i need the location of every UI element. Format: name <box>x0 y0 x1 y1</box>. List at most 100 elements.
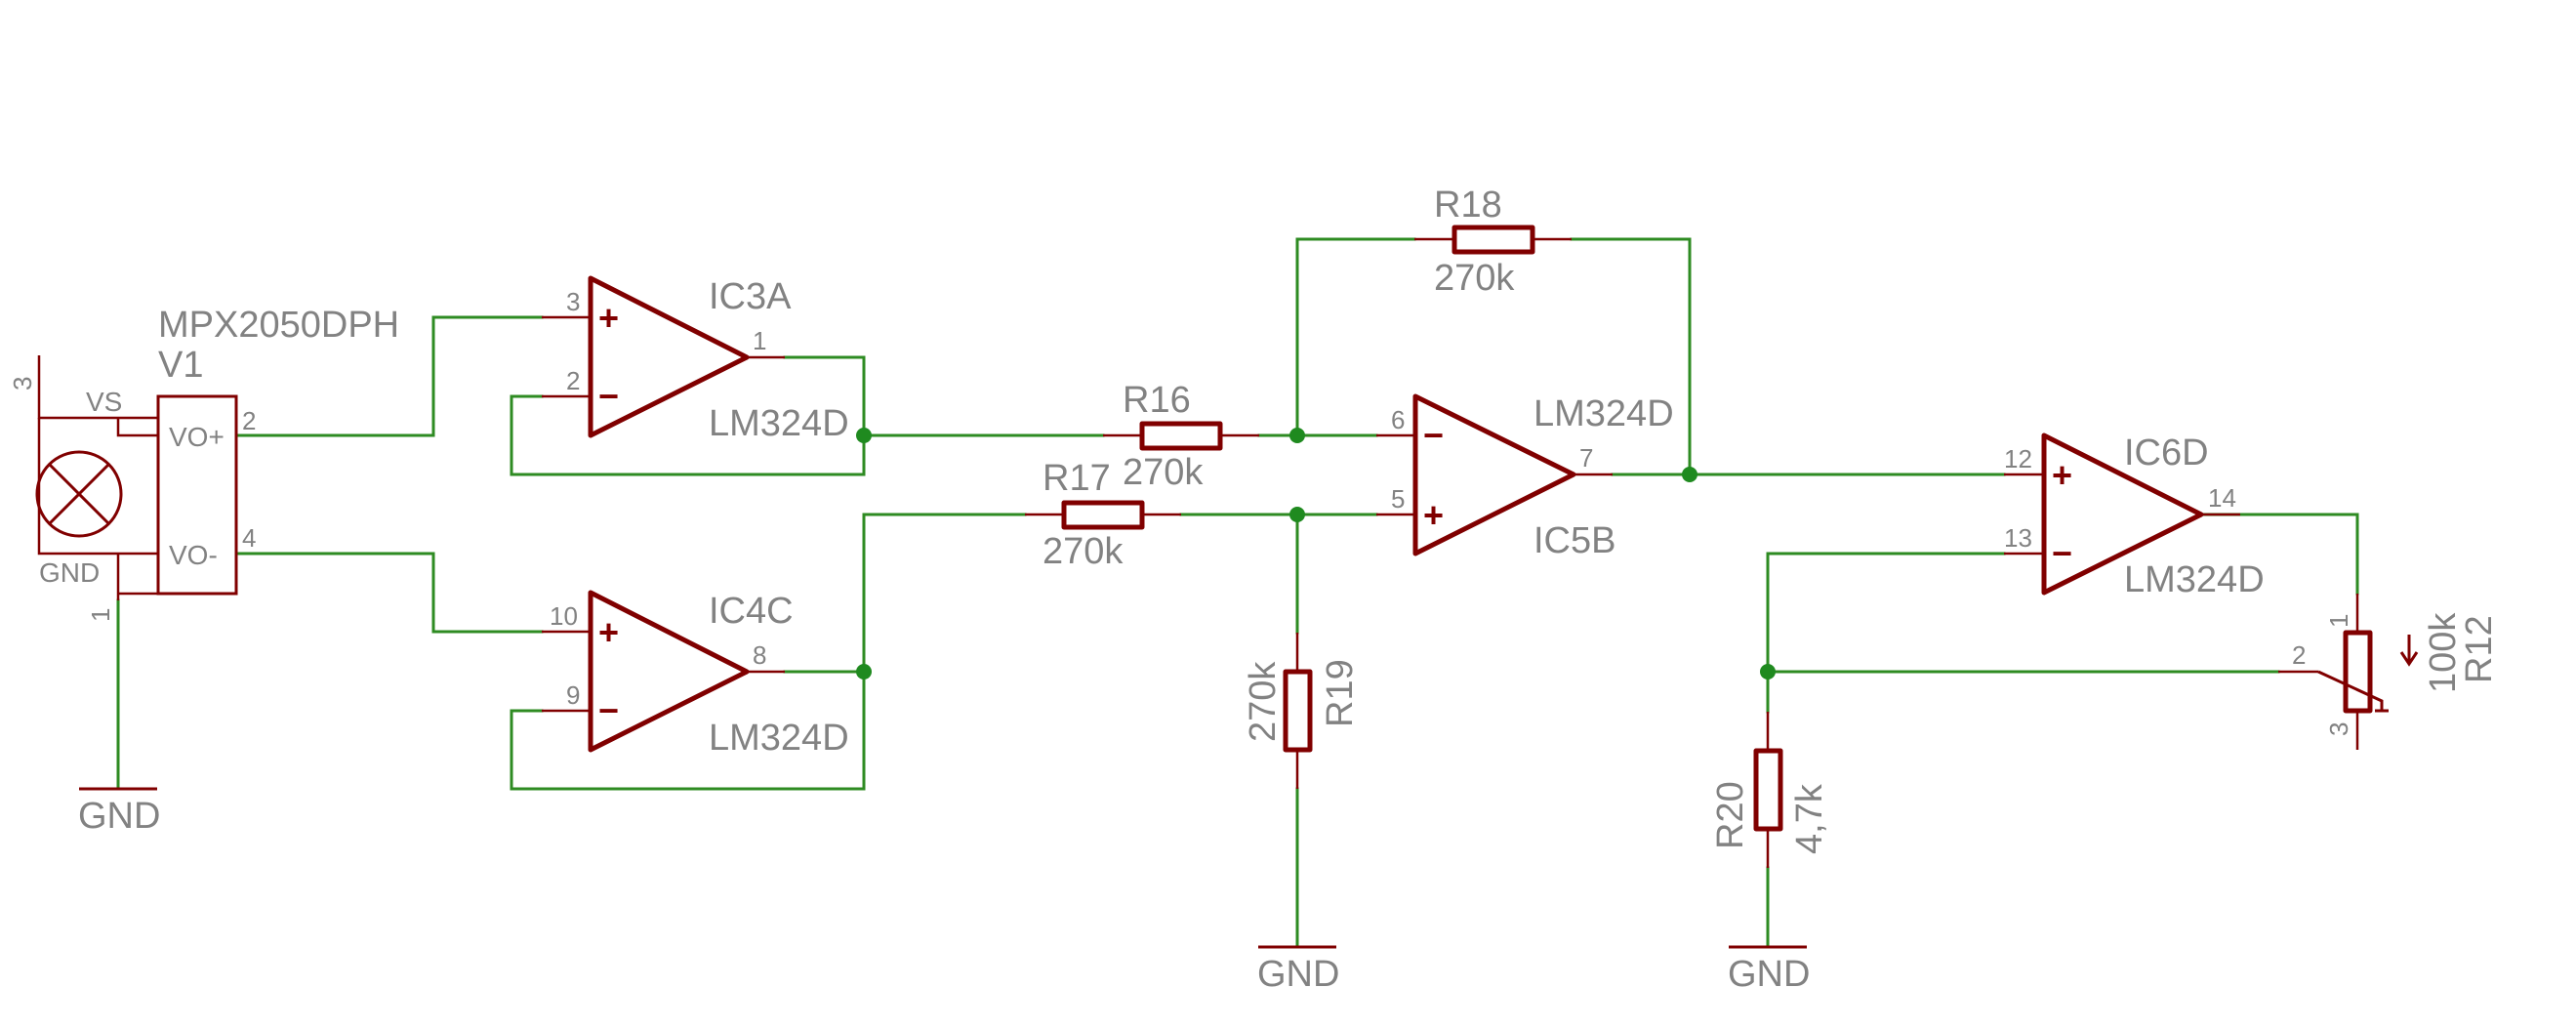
ic6d-plus-sign: + <box>2052 455 2072 495</box>
ground-r20-label: GND <box>1728 954 1810 995</box>
sensor-pin-vs-label: VS <box>86 387 122 417</box>
r12-name-label: R12 <box>2459 615 2500 683</box>
junction-r20-r12 <box>1760 664 1776 679</box>
r20-value-label: 4,7k <box>1789 783 1830 854</box>
pressure-sensor-v1: MPX2050DPH V1 VS VO+ VO- GND 3 2 4 1 <box>8 305 399 622</box>
ic3a-name-label: IC3A <box>709 276 792 317</box>
sensor-name-label: V1 <box>158 345 203 386</box>
r20-body <box>1753 748 1783 832</box>
wire-ic6d-r12 <box>2199 513 2359 596</box>
ic5b-pin-num-plus: 5 <box>1391 484 1405 514</box>
sensor-body <box>156 394 238 596</box>
ic5b-pin-num-minus: 6 <box>1391 405 1405 434</box>
r17-name-label: R17 <box>1043 458 1111 499</box>
r16-body <box>1139 421 1223 451</box>
ic5b-value-label: LM324D <box>1533 393 1674 434</box>
r20-name-label: R20 <box>1710 781 1751 849</box>
r12-wiper-arrow <box>2317 670 2384 711</box>
ic3a-plus-sign: + <box>598 298 619 338</box>
sensor-pin-num-gnd: 1 <box>86 608 115 622</box>
ic3a-minus-sign: − <box>598 376 619 416</box>
ic4c-name-label: IC4C <box>709 591 794 632</box>
sensor-part-label: MPX2050DPH <box>158 305 399 346</box>
r19-name-label: R19 <box>1320 659 1361 727</box>
ic4c-minus-sign: − <box>598 690 619 730</box>
ground-r20: GND <box>1728 945 1810 995</box>
wire-ic4c-r17 <box>862 513 1027 674</box>
r19-body <box>1283 669 1313 753</box>
ic3a-pin-num-out: 1 <box>753 326 766 355</box>
opamp-ic6d: + − 12 13 14 IC6D LM324D <box>2004 432 2265 600</box>
junction-ic5b-out <box>1682 467 1697 482</box>
sensor-pin-num-vominus: 4 <box>242 523 256 553</box>
ic5b-pin-num-out: 7 <box>1579 443 1593 473</box>
r12-pin-num-3: 3 <box>2324 722 2353 736</box>
r17-value-label: 270k <box>1043 531 1124 572</box>
ic6d-value-label: LM324D <box>2124 559 2265 600</box>
wire-r18-feedback <box>1295 237 1416 437</box>
wire-ic3a-feedback <box>510 394 866 476</box>
r12-pin-num-2: 2 <box>2292 640 2306 670</box>
resistor-r16: R16 270k <box>1103 380 1259 493</box>
sensor-bridge-circle <box>35 450 123 538</box>
ic6d-pin-num-out: 14 <box>2208 483 2236 513</box>
opamp-ic5b: − + 6 5 7 LM324D IC5B <box>1376 393 1674 561</box>
resistor-r18: R18 270k <box>1414 185 1572 299</box>
sensor-bridge-right <box>116 418 158 437</box>
wire-ic6d-minus <box>1766 552 2006 674</box>
r18-body <box>1452 225 1535 255</box>
ic4c-pin-num-out: 8 <box>753 640 766 670</box>
r18-name-label: R18 <box>1434 185 1502 226</box>
sensor-pin-num-vs: 3 <box>8 377 37 391</box>
r16-name-label: R16 <box>1123 380 1191 421</box>
sensor-bridge-cross-b <box>48 463 110 525</box>
sensor-pin-num-voplus: 2 <box>242 406 256 435</box>
ic4c-value-label: LM324D <box>709 718 849 759</box>
junction-r17-r19 <box>1289 507 1305 522</box>
r12-value-label: 100k <box>2423 612 2464 693</box>
ic3a-pin-num-minus: 2 <box>566 366 580 395</box>
wire-r18-out <box>1570 237 1692 476</box>
ic4c-triangle <box>588 590 750 753</box>
ic6d-pin-num-plus: 12 <box>2004 444 2032 473</box>
ic5b-plus-sign: + <box>1423 495 1444 535</box>
wire-vominus-ic4c <box>234 552 544 634</box>
ic6d-pin-num-minus: 13 <box>2004 523 2032 553</box>
r12-adjust-arrow-head <box>2399 651 2419 667</box>
r19-value-label: 270k <box>1243 661 1284 742</box>
ground-r19-label: GND <box>1257 954 1339 995</box>
opamp-ic4c: + − 10 9 8 IC4C LM324D <box>542 590 849 759</box>
ic3a-pin-num-plus: 3 <box>566 287 580 316</box>
ic4c-pin-num-plus: 10 <box>550 601 578 631</box>
resistor-r17: R17 270k <box>1025 458 1181 572</box>
sensor-pin-gnd <box>116 554 158 600</box>
ic6d-minus-sign: − <box>2052 533 2072 573</box>
r12-body <box>2343 630 2373 714</box>
potentiometer-r12: 1 2 3 100k R12 <box>2278 594 2500 750</box>
ground-sensor: GND <box>78 787 160 837</box>
ground-sensor-label: GND <box>78 796 160 837</box>
resistor-r19: 270k R19 <box>1243 633 1361 789</box>
ic3a-triangle <box>588 275 750 438</box>
sensor-pin-gnd-label: GND <box>39 557 100 588</box>
junction-r16-r18 <box>1289 428 1305 443</box>
ic4c-plus-sign: + <box>598 612 619 652</box>
sensor-pin-voplus-label: VO+ <box>169 422 225 452</box>
ic5b-minus-sign: − <box>1423 415 1444 455</box>
wires <box>116 237 2359 949</box>
junction-ic3a-out <box>856 428 872 443</box>
ic6d-triangle <box>2041 432 2204 596</box>
junction-ic4c-out <box>856 664 872 679</box>
sensor-pin-vominus-label: VO- <box>169 540 218 570</box>
r12-pin-num-1: 1 <box>2324 614 2353 628</box>
wire-ic3a-out <box>783 355 866 437</box>
r18-value-label: 270k <box>1434 258 1515 299</box>
wire-ic4c-feedback <box>510 670 866 791</box>
resistor-r20: R20 4,7k <box>1710 712 1830 868</box>
sensor-bridge-left <box>37 418 118 556</box>
ic5b-name-label: IC5B <box>1533 520 1615 561</box>
r16-value-label: 270k <box>1123 452 1204 493</box>
wire-voplus-ic3a <box>234 315 544 437</box>
junctions <box>856 428 1776 679</box>
